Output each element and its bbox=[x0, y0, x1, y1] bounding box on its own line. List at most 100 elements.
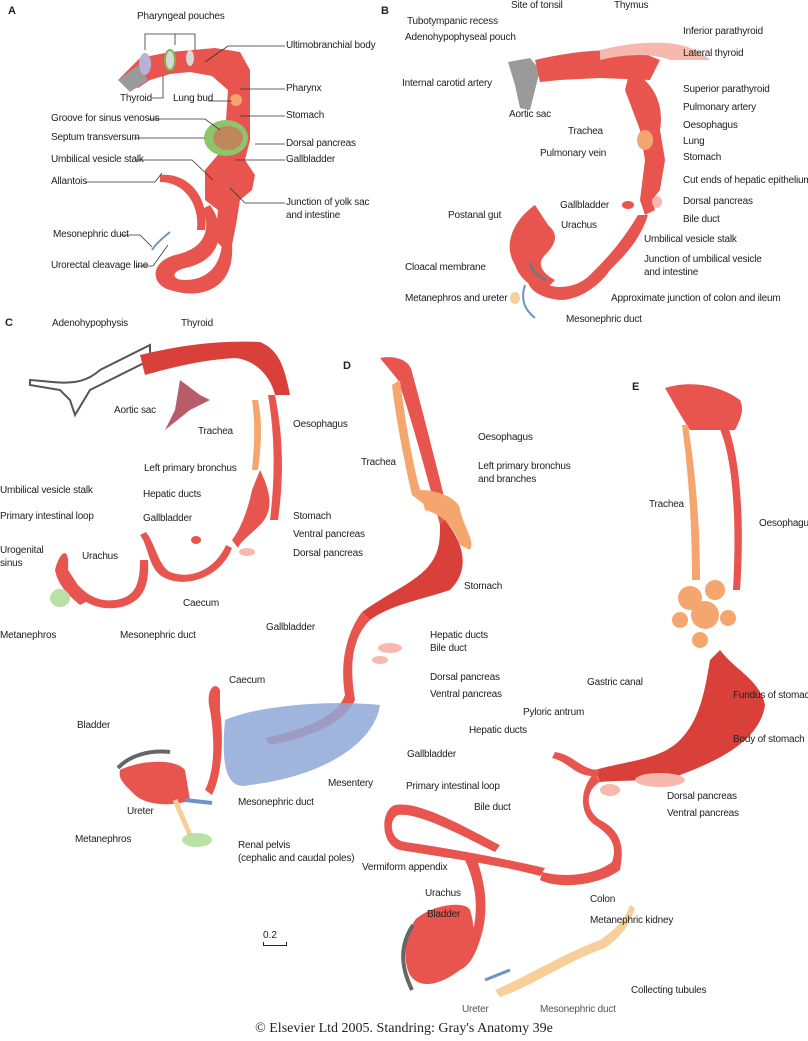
label-c-adenohypophysis: Adenohypophysis bbox=[52, 318, 128, 329]
label-e-dorsal-pancreas: Dorsal pancreas bbox=[667, 791, 737, 802]
label-b-junction-umbilical-1: Junction of umbilical vesicle bbox=[644, 254, 762, 265]
panel-a-drawing bbox=[118, 48, 255, 294]
a-mesonephric-duct bbox=[151, 231, 171, 251]
label-b-mesonephric-duct: Mesonephric duct bbox=[566, 314, 642, 325]
scale-bar-line bbox=[263, 942, 287, 946]
e-pharynx-top bbox=[665, 384, 743, 430]
label-e-primary-intestinal-loop: Primary intestinal loop bbox=[406, 781, 500, 792]
panel-letter-d: D bbox=[343, 360, 351, 372]
d-trachea bbox=[392, 380, 430, 505]
label-d-renal-pelvis-2: (cephalic and caudal poles) bbox=[238, 853, 355, 864]
label-a-ultimobranchial-body: Ultimobranchial body bbox=[286, 40, 376, 51]
d-bronchi bbox=[420, 490, 472, 550]
e-colon bbox=[454, 855, 486, 970]
label-d-ventral-pancreas: Ventral pancreas bbox=[430, 689, 502, 700]
label-c-mesonephric-duct: Mesonephric duct bbox=[120, 630, 196, 641]
b-pharynx bbox=[535, 50, 660, 82]
e-oesophagus bbox=[718, 420, 742, 590]
e-gallbladder bbox=[552, 752, 600, 777]
b-head-membrane bbox=[508, 58, 540, 110]
label-b-metanephros-ureter: Metanephros and ureter bbox=[405, 293, 508, 304]
c-urogenital-sinus bbox=[55, 553, 90, 605]
label-d-gallbladder: Gallbladder bbox=[266, 622, 315, 633]
label-c-urachus: Urachus bbox=[82, 551, 118, 562]
c-metanephros bbox=[50, 589, 70, 607]
label-c-aortic-sac: Aortic sac bbox=[114, 405, 156, 416]
d-metanephros bbox=[182, 833, 212, 847]
label-c-stomach: Stomach bbox=[293, 511, 332, 522]
label-e-urachus: Urachus bbox=[425, 888, 461, 899]
label-b-bile-duct: Bile duct bbox=[683, 214, 720, 225]
label-a-thyroid: Thyroid bbox=[120, 93, 152, 104]
label-b-dorsal-pancreas: Dorsal pancreas bbox=[683, 196, 753, 207]
label-e-body-of-stomach: Body of stomach bbox=[733, 734, 805, 745]
scale-bar: 0.2 bbox=[263, 930, 287, 946]
leader-lines bbox=[85, 33, 285, 267]
a-hindgut-loop bbox=[155, 205, 233, 294]
label-e-collecting-tubules: Collecting tubules bbox=[631, 985, 707, 996]
label-b-stomach: Stomach bbox=[683, 152, 722, 163]
label-c-caecum: Caecum bbox=[183, 598, 220, 609]
d-cloacal-membrane bbox=[116, 749, 171, 770]
a-pouch-3 bbox=[186, 50, 194, 66]
label-b-inferior-parathyroid: Inferior parathyroid bbox=[683, 26, 763, 37]
d-dorsal-pancreas bbox=[378, 643, 402, 653]
panel-c-drawing bbox=[29, 341, 290, 609]
label-c-metanephros: Metanephros bbox=[0, 630, 57, 641]
panel-letter-b: B bbox=[381, 5, 389, 17]
label-e-hepatic-ducts: Hepatic ducts bbox=[469, 725, 527, 736]
d-stomach bbox=[362, 520, 463, 620]
label-b-cloacal-membrane: Cloacal membrane bbox=[405, 262, 486, 273]
label-b-oesophagus: Oesophagus bbox=[683, 120, 738, 131]
label-c-left-primary-bronchus: Left primary bronchus bbox=[144, 463, 237, 474]
a-pouch-1 bbox=[139, 53, 151, 75]
a-pouch-2 bbox=[164, 49, 176, 71]
e-lung-buds bbox=[672, 580, 736, 648]
a-pharynx-foregut bbox=[118, 48, 255, 250]
label-b-pulmonary-artery: Pulmonary artery bbox=[683, 102, 756, 113]
label-c-trachea: Trachea bbox=[198, 426, 233, 437]
label-c-thyroid: Thyroid bbox=[181, 318, 213, 329]
a-liver-bud bbox=[213, 126, 243, 150]
label-e-gallbladder: Gallbladder bbox=[407, 749, 456, 760]
label-d-left-bronchus-2: and branches bbox=[478, 474, 537, 485]
label-c-urogenital-1: Urogenital bbox=[0, 545, 44, 556]
label-e-ventral-pancreas: Ventral pancreas bbox=[667, 808, 739, 819]
label-d-renal-pelvis-1: Renal pelvis bbox=[238, 840, 291, 851]
label-b-aortic-sac: Aortic sac bbox=[509, 109, 551, 120]
label-b-tubotympanic-recess: Tubotympanic recess bbox=[407, 16, 498, 27]
label-a-dorsal-pancreas: Dorsal pancreas bbox=[286, 138, 356, 149]
b-metanephros bbox=[510, 292, 520, 304]
label-e-metanephric-kidney: Metanephric kidney bbox=[590, 915, 674, 926]
d-mesonephric-duct bbox=[184, 798, 213, 805]
label-b-lateral-thyroid: Lateral thyroid bbox=[683, 48, 744, 59]
d-oesophagus bbox=[380, 357, 450, 525]
c-hindgut bbox=[72, 560, 149, 609]
b-mesonephric-duct bbox=[522, 284, 536, 319]
label-d-left-bronchus-1: Left primary bronchus bbox=[478, 461, 571, 472]
label-c-umbilical-vesicle-stalk: Umbilical vesicle stalk bbox=[0, 485, 93, 496]
label-d-dorsal-pancreas: Dorsal pancreas bbox=[430, 672, 500, 683]
panel-b-drawing bbox=[508, 42, 710, 319]
label-e-colon: Colon bbox=[590, 894, 616, 905]
label-e-ureter: Ureter bbox=[462, 1004, 489, 1015]
e-cloacal-membrane bbox=[401, 923, 415, 991]
label-d-stomach: Stomach bbox=[464, 581, 503, 592]
label-b-trachea: Trachea bbox=[568, 126, 603, 137]
b-dorsal-pancreas bbox=[652, 196, 662, 208]
e-stomach bbox=[595, 650, 765, 782]
label-a-junction-yolk-sac-2: and intestine bbox=[286, 210, 341, 221]
label-a-stomach: Stomach bbox=[286, 110, 325, 121]
label-d-mesentery: Mesentery bbox=[328, 778, 373, 789]
label-e-vermiform-appendix: Vermiform appendix bbox=[362, 862, 448, 873]
label-d-mesonephric-duct: Mesonephric duct bbox=[238, 797, 314, 808]
label-a-pharynx: Pharynx bbox=[286, 83, 322, 94]
c-aortic-sac bbox=[165, 380, 210, 430]
e-duodenum bbox=[540, 772, 622, 886]
panel-letter-a: A bbox=[8, 5, 16, 17]
label-c-oesophagus: Oesophagus bbox=[293, 419, 348, 430]
b-gallbladder bbox=[622, 201, 634, 209]
a-lung-bud bbox=[230, 94, 242, 106]
label-a-urorectal-cleavage-line: Urorectal cleavage line bbox=[51, 260, 149, 271]
